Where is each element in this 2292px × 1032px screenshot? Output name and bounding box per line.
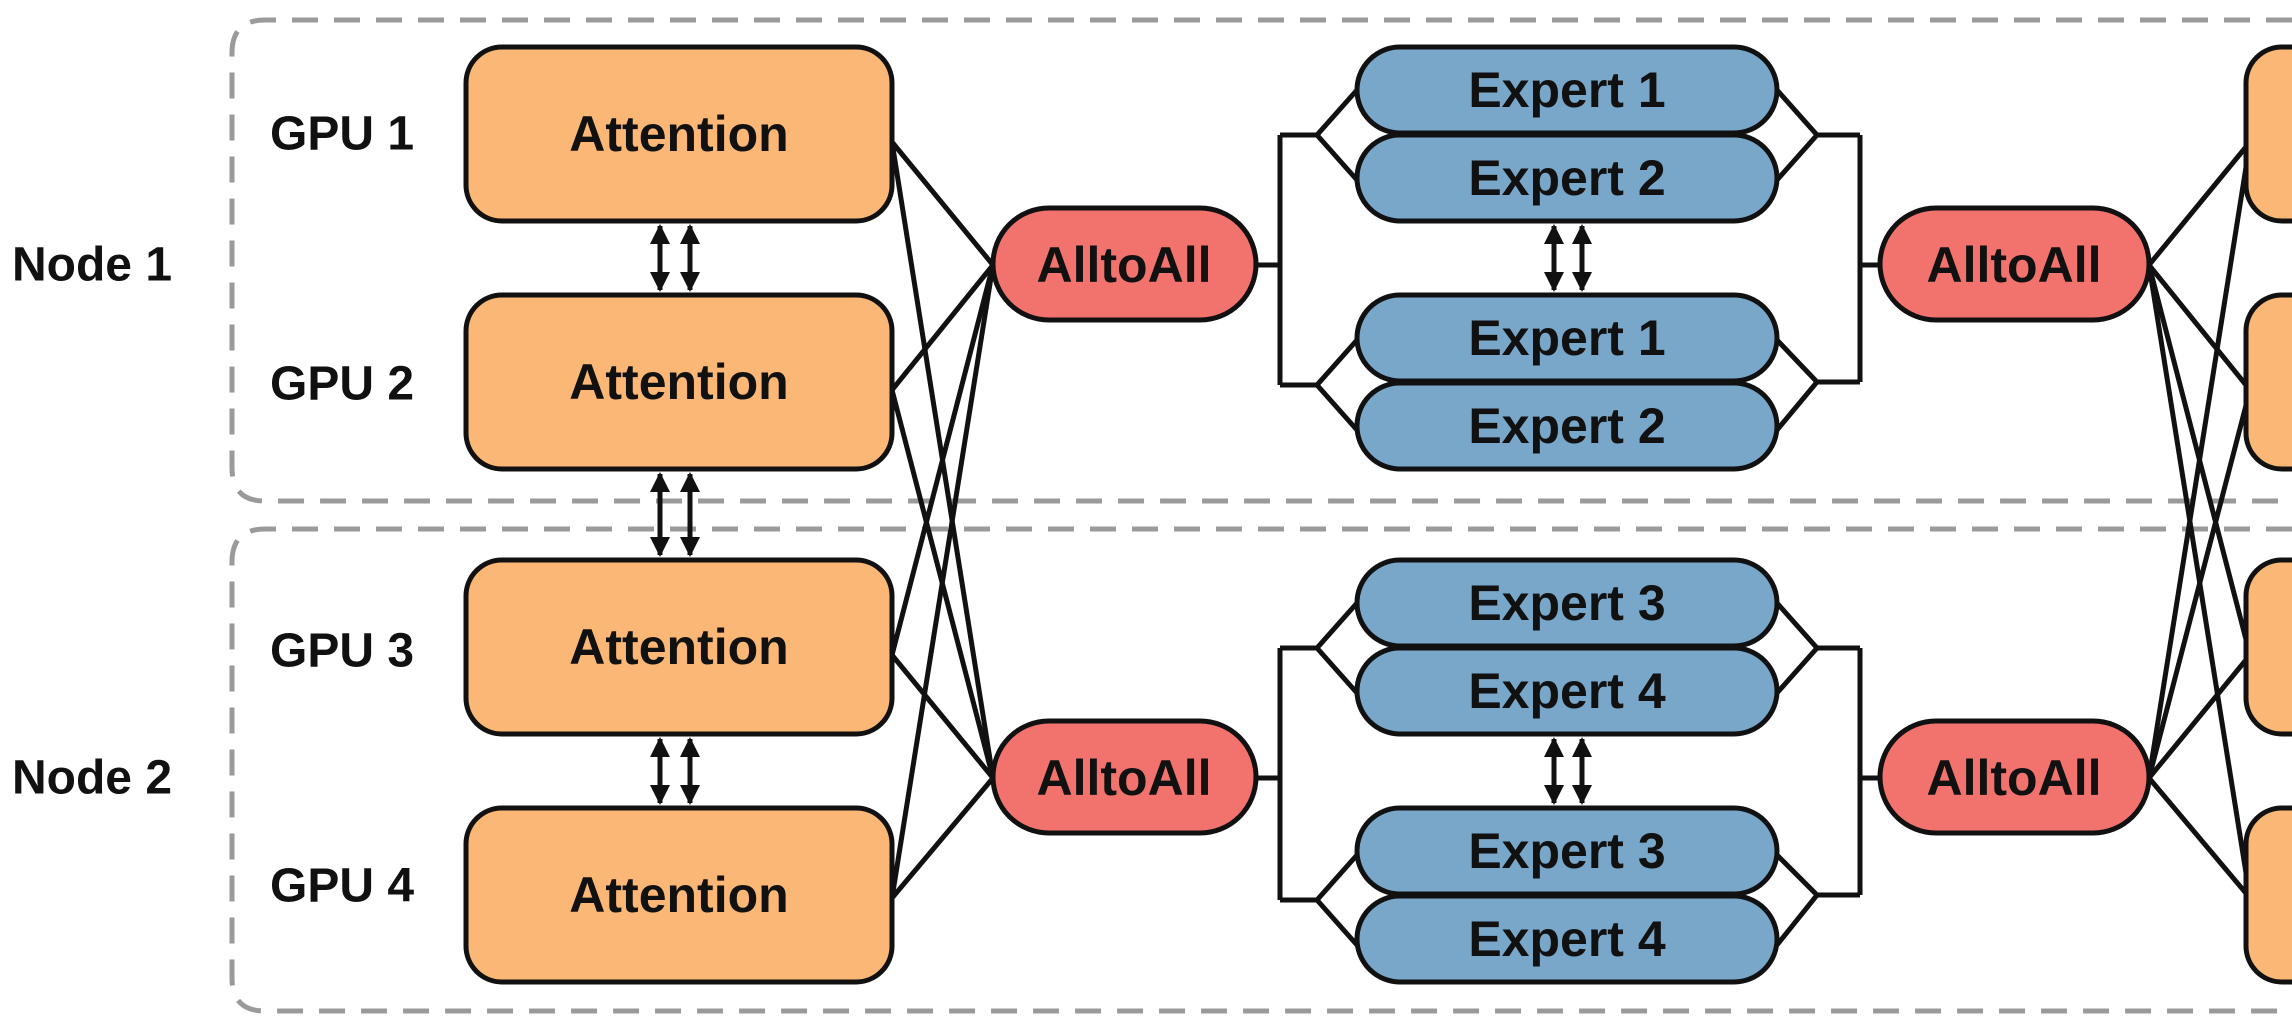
attention-label: Attention (569, 867, 788, 923)
expert-label: Expert 3 (1468, 575, 1665, 631)
expert-fan-in-connectors (1256, 88, 1359, 947)
alltoall-label: AlltoAll (1037, 750, 1212, 806)
attention-label: Attention (569, 619, 788, 675)
node-1-boundary (229, 17, 2292, 504)
gpu-1-label: GPU 1 (270, 108, 414, 161)
expert-group-gpu-4: Expert 3 Expert 4 (1354, 805, 1780, 985)
attention-block-gpu-1: Attention (463, 44, 895, 224)
node-2-boundary (229, 526, 2292, 1014)
next-attention-blocks-clipped (2243, 44, 2292, 985)
gpu-4-label: GPU 4 (270, 860, 414, 913)
expert-label: Expert 4 (1468, 911, 1666, 967)
attention-label: Attention (569, 106, 788, 162)
attention-label: Attention (569, 354, 788, 410)
expert-label: Expert 4 (1468, 663, 1666, 719)
alltoall-to-next-attention-links (2146, 140, 2253, 900)
expert-group-gpu-3: Expert 3 Expert 4 (1354, 557, 1780, 737)
gpu-2-label: GPU 2 (270, 358, 414, 411)
expert-label: Expert 2 (1468, 150, 1665, 206)
expert-sync-arrows (1544, 224, 1592, 805)
alltoall-left-node-2: AlltoAll (990, 718, 1259, 836)
expert-label: Expert 1 (1468, 62, 1665, 118)
attention-sync-arrows (650, 224, 700, 805)
alltoall-right-node-2: AlltoAll (1877, 718, 2152, 836)
attention-block-gpu-4: Attention (463, 805, 895, 985)
expert-label: Expert 1 (1468, 310, 1665, 366)
alltoall-left-node-1: AlltoAll (990, 205, 1259, 323)
expert-fan-out-connectors (1775, 88, 1880, 947)
gpu-3-label: GPU 3 (270, 625, 414, 678)
expert-group-gpu-2: Expert 1 Expert 2 (1354, 292, 1780, 472)
attention-block-gpu-2: Attention (463, 292, 895, 472)
node-2-label: Node 2 (12, 752, 172, 805)
alltoall-right-node-1: AlltoAll (1877, 205, 2152, 323)
expert-label: Expert 2 (1468, 398, 1665, 454)
attention-to-alltoall-links (889, 140, 996, 900)
alltoall-label: AlltoAll (1037, 237, 1212, 293)
expert-group-gpu-1: Expert 1 Expert 2 (1354, 44, 1780, 224)
node-1-label: Node 1 (12, 239, 172, 292)
attention-block-gpu-3: Attention (463, 557, 895, 737)
expert-label: Expert 3 (1468, 823, 1665, 879)
alltoall-label: AlltoAll (1927, 750, 2102, 806)
alltoall-label: AlltoAll (1927, 237, 2102, 293)
